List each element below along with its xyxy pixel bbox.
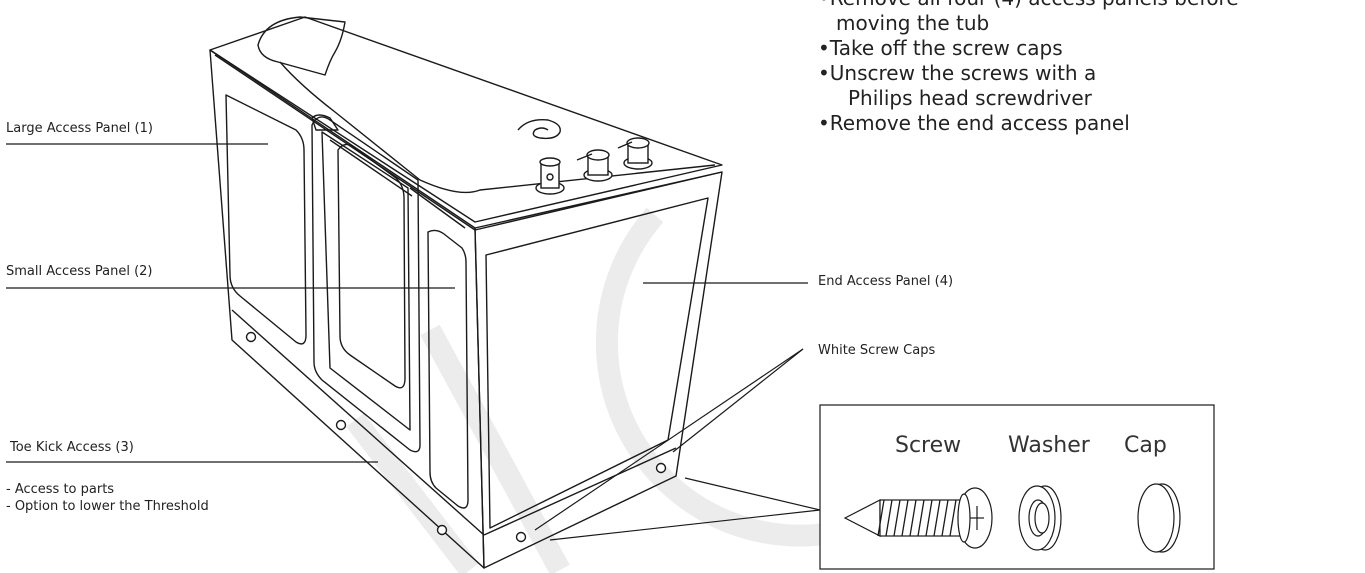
label-toe-kick-access: Toe Kick Access (3)	[10, 440, 134, 455]
label-white-screw-caps: White Screw Caps	[818, 343, 936, 358]
cap-drawing	[1137, 483, 1181, 553]
instruction-step: Philips head screwdriver	[848, 86, 1092, 110]
detail-label-washer: Washer	[1008, 433, 1090, 458]
label-toe-kick-note-1: - Access to parts	[6, 482, 115, 497]
label-end-access-panel: End Access Panel (4)	[818, 274, 954, 289]
detail-label-screw: Screw	[895, 433, 962, 458]
instruction-step: •Remove all four (4) access panels befor…	[818, 0, 1239, 11]
tub-body	[209, 16, 723, 569]
label-large-access-panel: Large Access Panel (1)	[6, 121, 153, 136]
instruction-step: moving the tub	[836, 11, 990, 35]
instruction-step: •Remove the end access panel	[818, 111, 1130, 135]
detail-label-cap: Cap	[1124, 433, 1167, 458]
large-access-panel	[225, 94, 307, 345]
label-toe-kick-note-2: - Option to lower the Threshold	[6, 499, 209, 514]
tub-end-face	[474, 171, 723, 569]
instruction-step: •Unscrew the screws with a	[818, 61, 1097, 85]
door-frame	[311, 116, 421, 453]
faucet-valves	[535, 137, 653, 195]
screw-holes	[245, 331, 667, 543]
leader-lines	[6, 143, 821, 541]
small-access-panel	[427, 229, 469, 509]
label-small-access-panel: Small Access Panel (2)	[6, 264, 153, 279]
tub-front-face	[209, 49, 485, 569]
tub-top-rim	[209, 16, 723, 223]
screw-detail-box	[819, 404, 1215, 570]
headrest	[257, 16, 346, 76]
washer-drawing	[1018, 485, 1062, 551]
instruction-step: •Take off the screw caps	[818, 36, 1063, 60]
drain-fixture	[517, 119, 561, 140]
instruction-list: •Remove all four (4) access panels befor…	[818, 0, 1239, 136]
screw-drawing	[843, 487, 993, 549]
